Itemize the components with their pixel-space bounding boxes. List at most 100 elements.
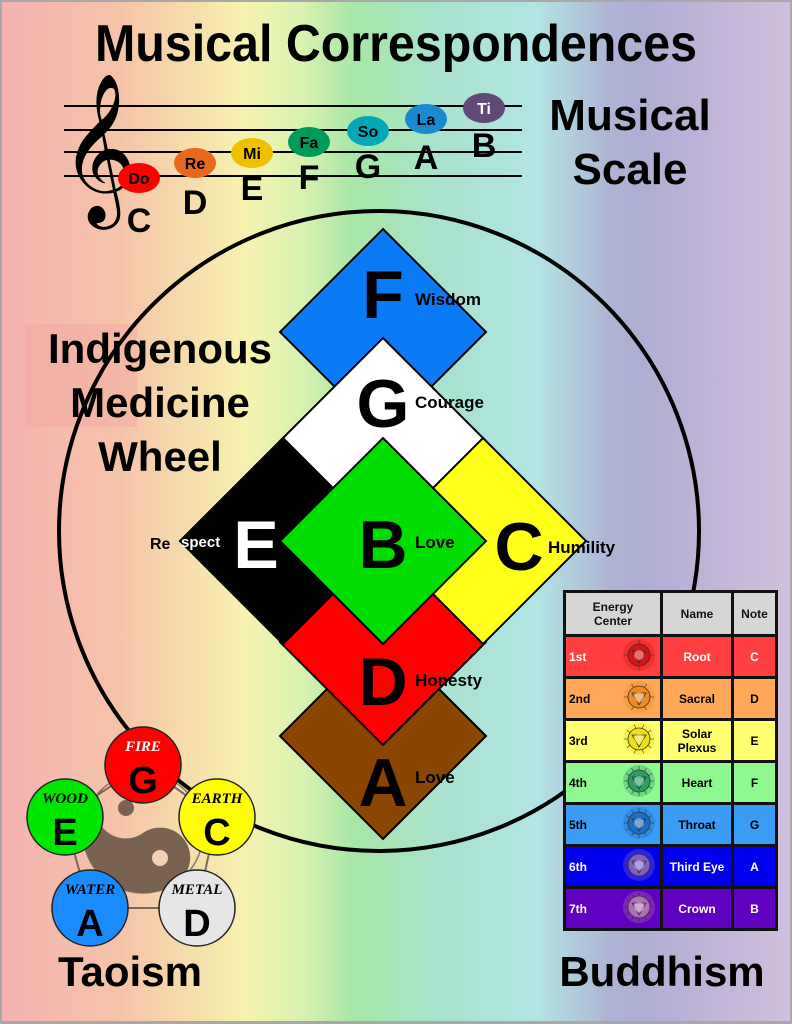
taoism-label: Taoism bbox=[58, 948, 202, 995]
wheel-note-letter: F bbox=[362, 257, 404, 333]
scale-note: FaF bbox=[288, 127, 330, 197]
musical-scale-label-line1: Musical bbox=[549, 91, 711, 140]
element-note: C bbox=[203, 812, 230, 854]
element-name: FIRE bbox=[124, 739, 161, 755]
scale-note: TiB bbox=[463, 93, 505, 165]
chakra-note-cell: B bbox=[731, 886, 778, 931]
virtue-label-part1: Re bbox=[150, 536, 171, 553]
virtue-label: Humility bbox=[548, 538, 616, 557]
energy-center-ordinal: 5th bbox=[569, 817, 587, 832]
solfege-label: Fa bbox=[300, 135, 319, 152]
energy-center-cell: 6th bbox=[563, 844, 663, 889]
virtue-label: Courage bbox=[415, 393, 484, 412]
element-note: E bbox=[52, 812, 77, 854]
chakra-name-cell: Third Eye bbox=[660, 844, 734, 889]
note-oval bbox=[288, 127, 330, 157]
solfege-label: Mi bbox=[243, 146, 261, 163]
wheel-note-letter: E bbox=[233, 507, 278, 583]
scale-note: ReD bbox=[174, 148, 216, 222]
virtue-label: Honesty bbox=[415, 671, 483, 690]
wheel-note-letter: C bbox=[494, 509, 543, 585]
note-letter: E bbox=[241, 170, 264, 208]
energy-center-ordinal: 3rd bbox=[569, 733, 588, 748]
solar-plexus-chakra-icon bbox=[622, 722, 656, 759]
chakra-name-cell: Throat bbox=[660, 802, 734, 847]
solfege-label: So bbox=[358, 124, 379, 141]
element-circle bbox=[178, 778, 256, 856]
root-chakra-icon bbox=[622, 638, 656, 675]
chakra-note-cell: A bbox=[731, 844, 778, 889]
musical-scale-label-line2: Scale bbox=[572, 145, 688, 194]
wheel-note-letter: B bbox=[358, 507, 407, 583]
chakra-icon bbox=[623, 639, 655, 671]
element-fire: FIRE G bbox=[104, 726, 182, 804]
diamond-center bbox=[278, 436, 488, 646]
element-metal: METAL D bbox=[158, 869, 236, 947]
diamond-shape bbox=[278, 436, 488, 646]
chakra-note-cell: F bbox=[731, 760, 778, 805]
wheel-note-letter: A bbox=[358, 745, 407, 821]
virtue-label-part2: spect bbox=[181, 534, 220, 551]
chakra-note-cell: C bbox=[731, 634, 778, 679]
sacral-chakra-icon bbox=[622, 680, 656, 717]
element-note: A bbox=[76, 903, 103, 945]
element-water: WATER A bbox=[51, 869, 129, 947]
note-letter: A bbox=[414, 139, 439, 177]
diamond-label-north: F Wisdom bbox=[362, 257, 481, 333]
element-name: METAL bbox=[171, 882, 223, 898]
element-circle bbox=[158, 869, 236, 947]
note-oval bbox=[347, 116, 389, 146]
chakra-note-cell: D bbox=[731, 676, 778, 721]
energy-center-ordinal: 6th bbox=[569, 859, 587, 874]
element-note: G bbox=[128, 760, 158, 802]
note-letter: D bbox=[183, 184, 208, 222]
virtue-label: Wisdom bbox=[415, 290, 481, 309]
third-eye-chakra-icon bbox=[622, 848, 656, 885]
solfege-label: La bbox=[417, 112, 436, 129]
energy-center-cell: 1st bbox=[563, 634, 663, 679]
element-earth: EARTH C bbox=[178, 778, 256, 856]
chakra-icon bbox=[623, 765, 655, 797]
chakra-icon bbox=[623, 891, 655, 923]
note-oval bbox=[174, 148, 216, 178]
note-letter: C bbox=[127, 202, 152, 240]
scale-note: SoG bbox=[347, 116, 389, 186]
element-note: D bbox=[183, 903, 210, 945]
chakra-name-cell: Root bbox=[660, 634, 734, 679]
header-note: Note bbox=[731, 590, 778, 637]
note-letter: F bbox=[299, 159, 320, 197]
element-circle bbox=[51, 869, 129, 947]
element-name: WATER bbox=[65, 882, 116, 898]
diamond-label-center: B Love bbox=[358, 507, 454, 583]
element-name: EARTH bbox=[191, 791, 244, 807]
wheel-label-line2: Medicine bbox=[70, 379, 250, 426]
header-name: Name bbox=[660, 590, 734, 637]
solfege-label: Ti bbox=[477, 101, 491, 118]
buddhism-label: Buddhism bbox=[559, 948, 765, 995]
solfege-label: Re bbox=[185, 156, 206, 173]
chakra-name-cell: Heart bbox=[660, 760, 734, 805]
wheel-note-letter: D bbox=[358, 644, 407, 720]
energy-center-ordinal: 7th bbox=[569, 901, 587, 916]
energy-center-cell: 7th bbox=[563, 886, 663, 931]
energy-center-ordinal: 2nd bbox=[569, 691, 591, 706]
wheel-label-line1: Indigenous bbox=[48, 325, 272, 372]
chakra-icon bbox=[623, 849, 655, 881]
table-header-row: Energy Center Name Note bbox=[563, 590, 778, 637]
heart-chakra-icon bbox=[622, 764, 656, 801]
virtue-label: Love bbox=[415, 533, 455, 552]
treble-clef-icon: 𝄞 bbox=[60, 74, 137, 230]
note-oval bbox=[463, 93, 505, 123]
